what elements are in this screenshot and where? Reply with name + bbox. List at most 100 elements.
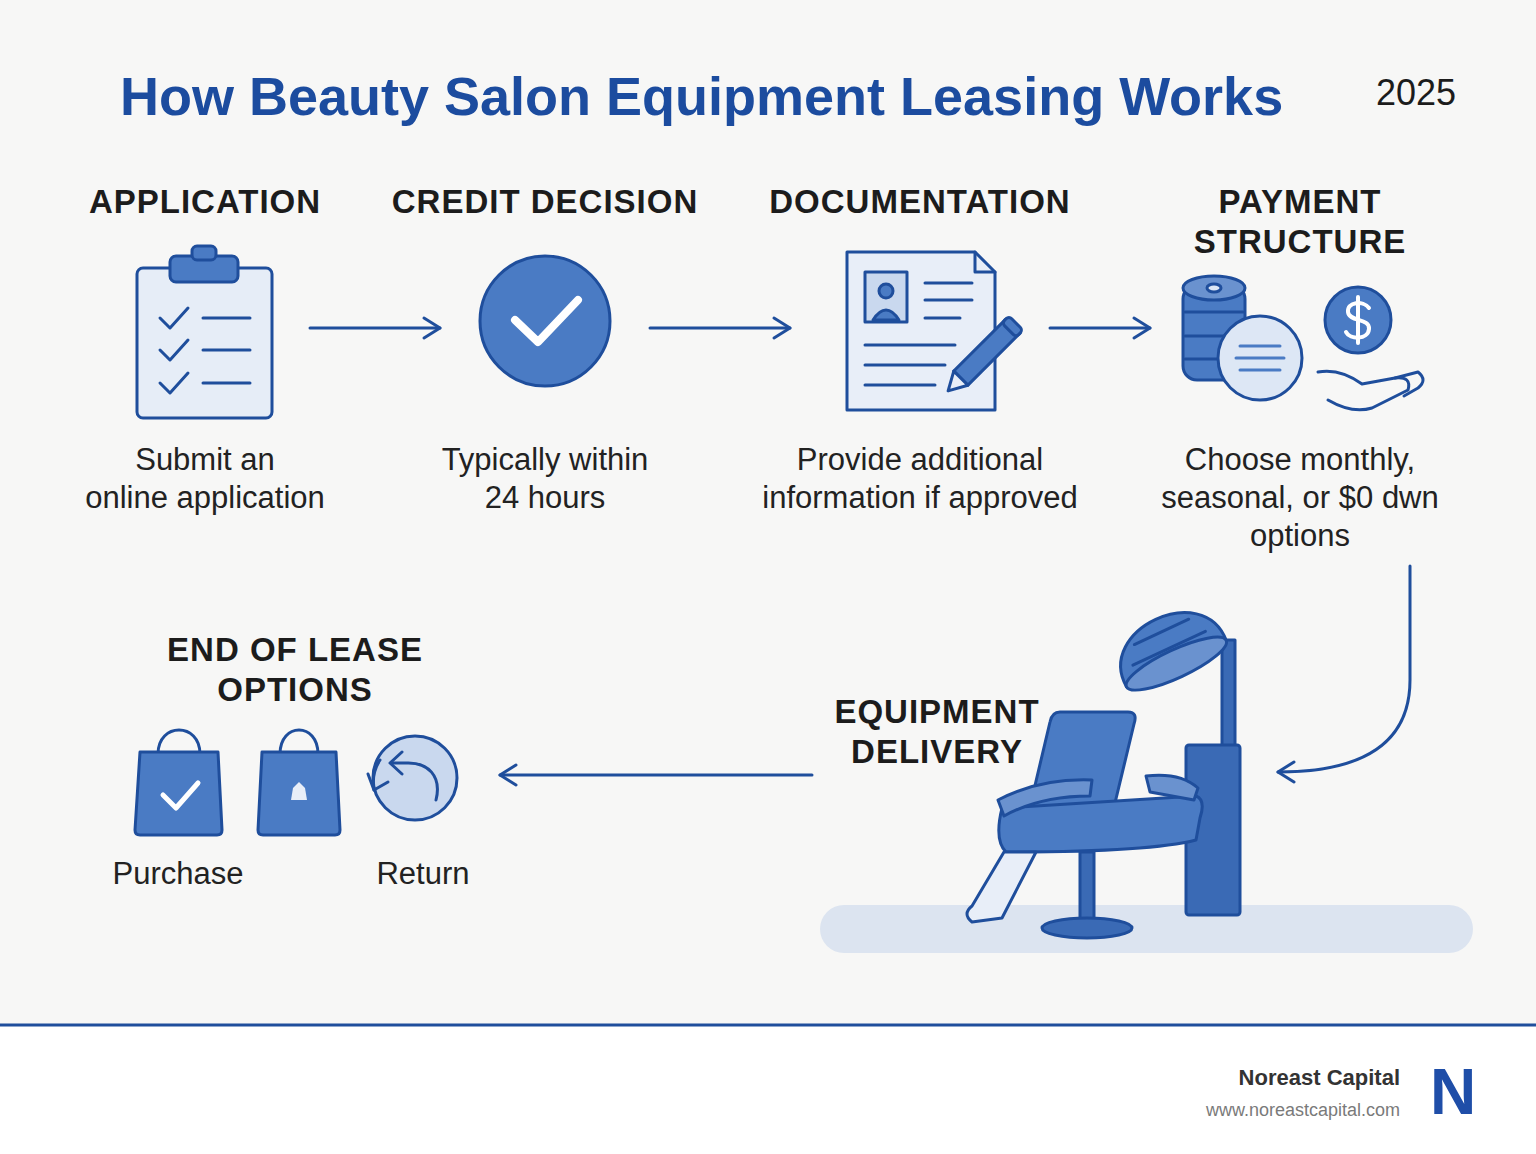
clipboard-icon: [137, 246, 272, 418]
payment-icon-part: [1207, 284, 1221, 292]
step-heading: CREDIT DECISION: [345, 182, 745, 222]
step-heading: APPLICATION: [10, 182, 400, 222]
document-icon-part: [879, 284, 893, 298]
salon-chair-illustration-part: [820, 905, 1473, 953]
step-heading: EQUIPMENT DELIVERY: [787, 692, 1087, 772]
salon-chair-illustration-part: [1106, 596, 1232, 699]
step-heading: END OF LEASE OPTIONS: [95, 630, 495, 710]
document-icon-part: [865, 272, 907, 322]
clipboard-icon-part: [160, 340, 188, 360]
process-step: CREDIT DECISIONTypically within 24 hours: [450, 180, 640, 530]
tag-bag-icon-part: [258, 752, 340, 835]
flow-arrow: [310, 327, 440, 330]
step-description: Typically within 24 hours: [345, 441, 745, 517]
clipboard-icon-part: [160, 308, 188, 328]
clipboard-icon-part: [203, 349, 250, 352]
year-label: 2025: [1376, 72, 1486, 114]
salon-chair-illustration-part: [1106, 596, 1227, 687]
clipboard-icon-part: [203, 382, 250, 385]
document-icon-part: [865, 364, 945, 367]
salon-chair-illustration-part: [1186, 745, 1240, 915]
process-step: EQUIPMENT DELIVERY: [820, 600, 1270, 955]
salon-chair-illustration-part: [1024, 712, 1135, 832]
tag-bag-icon-part: [291, 782, 307, 800]
clipboard-icon-part: [192, 246, 216, 260]
salon-chair-illustration-part: [1133, 631, 1206, 665]
return-icon-part: [373, 736, 457, 820]
document-icon-part: [925, 282, 972, 285]
flow-arrow: [1050, 327, 1150, 330]
purchase-bag-icon-part: [158, 730, 200, 754]
payment-icon: [1183, 276, 1423, 410]
checkmark-icon-part: [480, 256, 610, 386]
step-description: Provide additional information if approv…: [720, 441, 1120, 517]
payment-icon-part: [1240, 345, 1280, 348]
document-icon-part: [975, 252, 995, 272]
flow-arrow: [1278, 566, 1410, 772]
payment-icon-part: [1183, 276, 1245, 300]
payment-icon-part: [1325, 287, 1391, 353]
checkmark-icon-part: [515, 300, 578, 342]
document-icon-part: [865, 344, 955, 347]
document-icon-part: [873, 310, 899, 320]
clipboard-icon-part: [203, 317, 250, 320]
return-icon-part: [368, 774, 388, 790]
purchase-bag-icon-part: [163, 783, 198, 808]
document-icon-part: [1002, 316, 1023, 337]
salon-chair-illustration-part: [967, 852, 1036, 922]
payment-icon-part: [1236, 357, 1284, 360]
footer-rule: [0, 1024, 1536, 1027]
document-icon-part: [925, 317, 960, 320]
document-icon: [847, 252, 1023, 410]
salon-chair-illustration-part: [1146, 775, 1198, 800]
clipboard-icon-part: [160, 373, 188, 393]
step-description: Submit an online application: [10, 441, 400, 517]
purchase-bag-icon: [135, 730, 222, 835]
tag-bag-icon: [258, 730, 340, 835]
clipboard-icon-part: [170, 256, 238, 282]
payment-icon-part: [1395, 372, 1423, 396]
company-url: www.noreastcapital.com: [1000, 1098, 1400, 1122]
payment-icon-part: [1183, 285, 1245, 380]
diagram-title: How Beauty Salon Equipment Leasing Works: [120, 64, 1380, 128]
payment-icon-part: [1185, 335, 1243, 338]
step-heading: PAYMENT STRUCTURE: [1100, 182, 1500, 262]
step-description: Choose monthly, seasonal, or $0 dwn opti…: [1100, 441, 1500, 555]
payment-icon-part: [1356, 297, 1360, 343]
payment-icon-part: [1318, 371, 1409, 410]
payment-icon-part: [1218, 316, 1302, 400]
salon-chair-illustration-part: [999, 796, 1202, 852]
return-icon-part: [392, 763, 437, 800]
process-step: DOCUMENTATIONProvide additional informat…: [800, 180, 1040, 530]
option-caption: Return: [303, 855, 543, 893]
document-icon-part: [954, 319, 1020, 385]
document-icon-part: [941, 316, 1023, 398]
purchase-bag-icon-part: [135, 752, 222, 835]
salon-chair-illustration: [820, 596, 1473, 953]
company-name: Noreast Capital: [1000, 1064, 1400, 1092]
salon-chair-illustration-part: [998, 780, 1092, 816]
checkmark-icon: [480, 256, 610, 386]
return-icon-part: [390, 752, 402, 774]
payment-icon-part: [1185, 311, 1243, 314]
payment-icon-part: [1185, 358, 1243, 361]
company-logo: N: [1430, 1056, 1500, 1128]
process-step: APPLICATIONSubmit an online application: [110, 180, 300, 530]
document-icon-part: [925, 299, 972, 302]
payment-icon-part: [1346, 303, 1369, 338]
salon-chair-illustration-part: [1042, 918, 1132, 938]
salon-chair-illustration-part: [1080, 852, 1094, 922]
tag-bag-icon-part: [280, 730, 318, 754]
flow-arrow: [650, 327, 790, 330]
document-icon-part: [941, 371, 968, 398]
payment-icon-part: [1240, 369, 1280, 372]
document-icon-part: [865, 384, 935, 387]
return-icon-part: [373, 760, 380, 790]
option-caption: Purchase: [58, 855, 298, 893]
flow-arrow: [500, 774, 812, 777]
salon-chair-illustration-part: [1121, 628, 1233, 700]
salon-chair-illustration-part: [1134, 619, 1188, 644]
